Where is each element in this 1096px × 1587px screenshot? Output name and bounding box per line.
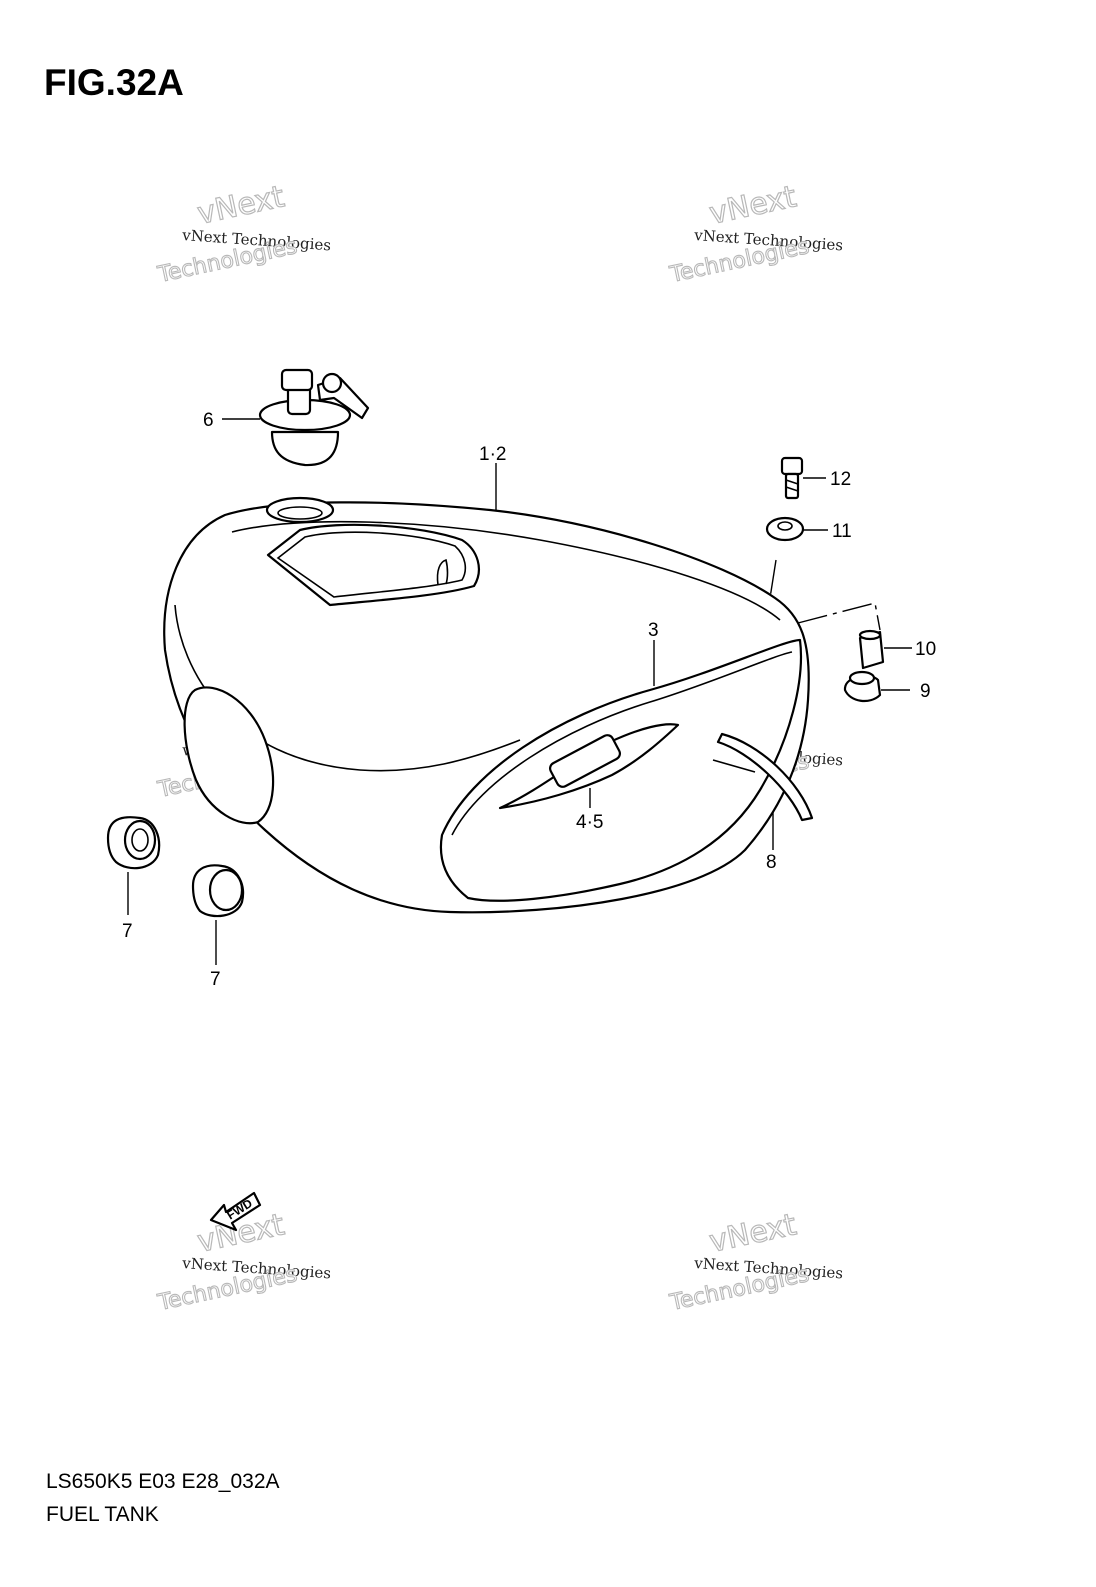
collar-part <box>858 629 912 670</box>
cushion-part <box>765 516 828 542</box>
callout-1-2: 1·2 <box>479 444 506 465</box>
model-code: LS650K5 E03 E28_032A <box>46 1470 280 1493</box>
drain-hose-part <box>712 732 814 850</box>
callout-8: 8 <box>766 852 777 873</box>
svg-text:vNext: vNext <box>706 1207 799 1260</box>
grommet-part <box>843 670 910 703</box>
tank-cap-right <box>191 864 245 965</box>
callout-11: 11 <box>832 521 852 542</box>
fuel-tank-body <box>163 496 810 914</box>
svg-text:vNext: vNext <box>706 179 799 232</box>
callout-4-5: 4·5 <box>576 812 603 833</box>
mounting-guide-lines <box>769 559 881 631</box>
callout-9: 9 <box>920 681 931 702</box>
callout-3: 3 <box>648 620 659 641</box>
tank-cap-left <box>106 816 161 915</box>
callout-12: 12 <box>830 469 851 490</box>
callout-10: 10 <box>915 639 936 660</box>
watermark-top-left: vNext vNext Technologies Technologies <box>155 179 332 289</box>
bolt-part <box>780 456 826 500</box>
callout-6: 6 <box>203 410 214 431</box>
figure-name: FUEL TANK <box>46 1503 159 1526</box>
watermark-bottom-right: vNext vNext Technologies Technologies <box>667 1207 844 1317</box>
watermark-top-right: vNext vNext Technologies Technologies <box>667 179 844 289</box>
watermark-bottom-left: vNext vNext Technologies Technologies <box>155 1207 332 1317</box>
callout-7-right: 7 <box>210 969 221 990</box>
figure-title: FIG.32A <box>44 62 184 103</box>
fuel-cap-with-keys <box>222 368 370 467</box>
svg-text:vNext: vNext <box>194 179 287 232</box>
callout-7-left: 7 <box>122 921 133 942</box>
